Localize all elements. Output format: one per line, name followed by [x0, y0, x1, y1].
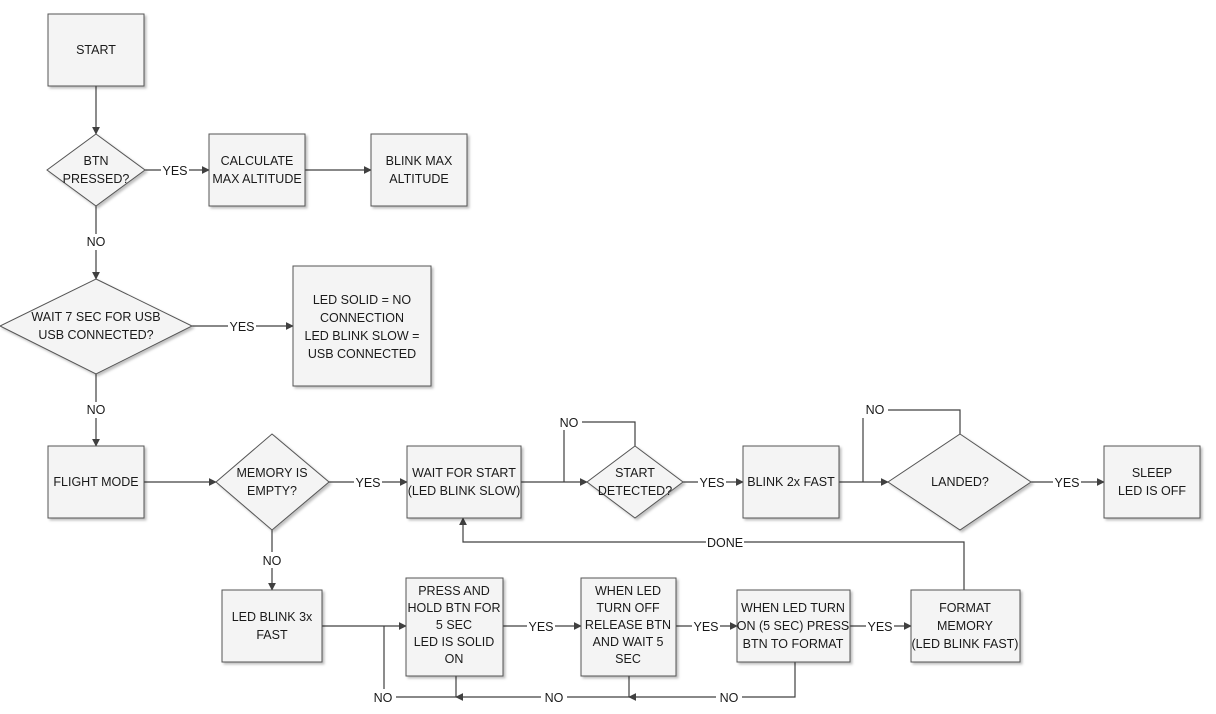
- label-yes-memory: YES: [355, 476, 380, 490]
- node-press-hold-line-5: ON: [445, 652, 464, 666]
- node-flight-mode-label: FLIGHT MODE: [53, 475, 138, 489]
- label-no-when-led-on: NO: [720, 691, 739, 705]
- node-start-detected-line-2: DETECTED?: [598, 484, 672, 498]
- node-start-label: START: [76, 43, 116, 57]
- node-sleep-line-2: LED IS OFF: [1118, 484, 1186, 498]
- node-press-hold-line-4: LED IS SOLID: [414, 635, 495, 649]
- node-start-detected: START DETECTED?: [586, 445, 684, 519]
- node-when-led-on: WHEN LED TURN ON (5 SEC) PRESS BTN TO FO…: [736, 589, 851, 663]
- node-memory-empty-line-2: EMPTY?: [247, 484, 297, 498]
- node-when-led-off-line-4: AND WAIT 5: [593, 635, 664, 649]
- label-no-when-led-off: NO: [545, 691, 564, 705]
- node-calculate-line-2: MAX ALTITUDE: [212, 172, 301, 186]
- node-wait-start: WAIT FOR START (LED BLINK SLOW): [406, 445, 522, 519]
- node-press-hold-line-2: HOLD BTN FOR: [407, 601, 500, 615]
- node-sleep-line-1: SLEEP: [1132, 466, 1172, 480]
- edge-labels: YES NO YES NO YES NO YES NO YES NO YES Y…: [83, 162, 1081, 705]
- node-led-blink-3x-line-2: FAST: [256, 628, 288, 642]
- node-memory-empty-line-1: MEMORY IS: [236, 466, 307, 480]
- node-led-info-line-4: USB CONNECTED: [308, 347, 416, 361]
- edge-press-hold-no-return: [383, 626, 457, 698]
- label-yes-when-led-on: YES: [867, 620, 892, 634]
- label-yes-start-detected: YES: [699, 476, 724, 490]
- node-calculate-max-altitude: CALCULATE MAX ALTITUDE: [208, 133, 306, 207]
- label-no-btn: NO: [87, 235, 106, 249]
- node-format-line-1: FORMAT: [939, 601, 991, 615]
- node-blink-2x-label: BLINK 2x FAST: [747, 475, 835, 489]
- node-led-info-line-1: LED SOLID = NO: [313, 293, 412, 307]
- node-btn-pressed: BTN PRESSED?: [46, 133, 146, 207]
- node-format-memory: FORMAT MEMORY (LED BLINK FAST): [910, 589, 1021, 663]
- label-yes-when-led-off: YES: [693, 620, 718, 634]
- node-sleep: SLEEP LED IS OFF: [1103, 445, 1201, 519]
- node-led-info-line-2: CONNECTION: [320, 311, 404, 325]
- label-no-usb: NO: [87, 403, 106, 417]
- node-blink-max-line-1: BLINK MAX: [386, 154, 453, 168]
- node-calculate-line-1: CALCULATE: [221, 154, 294, 168]
- label-yes-btn: YES: [162, 164, 187, 178]
- edge-when-led-on-no-return: [628, 662, 796, 701]
- node-wait-usb-line-2: USB CONNECTED?: [38, 328, 153, 342]
- node-when-led-on-line-3: BTN TO FORMAT: [743, 637, 844, 651]
- node-when-led-on-line-2: ON (5 SEC) PRESS: [737, 619, 850, 633]
- node-format-line-2: MEMORY: [937, 619, 994, 633]
- node-when-led-off: WHEN LED TURN OFF RELEASE BTN AND WAIT 5…: [580, 577, 677, 677]
- node-wait-start-line-2: (LED BLINK SLOW): [408, 484, 521, 498]
- node-btn-pressed-line-2: PRESSED?: [63, 172, 130, 186]
- nodes: START BTN PRESSED? CALCULATE MAX ALTITUD…: [0, 13, 1201, 677]
- node-press-hold-line-1: PRESS AND: [418, 584, 490, 598]
- label-no-start-detected: NO: [560, 416, 579, 430]
- node-when-led-off-line-5: SEC: [615, 652, 641, 666]
- node-format-line-3: (LED BLINK FAST): [912, 637, 1019, 651]
- edge-when-led-off-no-return: [455, 676, 630, 701]
- edge-start-detected-no-loop: [563, 421, 636, 482]
- node-landed: LANDED?: [887, 433, 1032, 531]
- node-blink-max-altitude: BLINK MAX ALTITUDE: [370, 133, 468, 207]
- node-blink-2x-fast: BLINK 2x FAST: [742, 445, 840, 519]
- edge-landed-no-loop: [862, 409, 961, 482]
- label-done: DONE: [707, 536, 743, 550]
- node-press-hold: PRESS AND HOLD BTN FOR 5 SEC LED IS SOLI…: [405, 577, 504, 677]
- node-led-info: LED SOLID = NO CONNECTION LED BLINK SLOW…: [292, 265, 432, 387]
- label-yes-usb: YES: [229, 320, 254, 334]
- node-wait-start-line-1: WAIT FOR START: [412, 466, 516, 480]
- node-blink-max-line-2: ALTITUDE: [389, 172, 449, 186]
- node-btn-pressed-line-1: BTN: [84, 154, 109, 168]
- node-led-blink-3x: LED BLINK 3x FAST: [221, 589, 323, 663]
- node-press-hold-line-3: 5 SEC: [436, 618, 472, 632]
- label-yes-landed: YES: [1054, 476, 1079, 490]
- label-no-landed: NO: [866, 403, 885, 417]
- node-when-led-on-line-1: WHEN LED TURN: [741, 601, 845, 615]
- node-flight-mode: FLIGHT MODE: [47, 445, 145, 519]
- node-when-led-off-line-3: RELEASE BTN: [585, 618, 671, 632]
- node-when-led-off-line-2: TURN OFF: [596, 601, 660, 615]
- label-yes-press-hold: YES: [528, 620, 553, 634]
- node-when-led-off-line-1: WHEN LED: [595, 584, 661, 598]
- label-no-memory: NO: [263, 554, 282, 568]
- node-wait-usb-line-1: WAIT 7 SEC FOR USB: [31, 310, 160, 324]
- edge-format-to-wait-start: [459, 517, 965, 590]
- node-start: START: [47, 13, 145, 87]
- node-landed-label: LANDED?: [931, 475, 989, 489]
- node-led-info-line-3: LED BLINK SLOW =: [305, 329, 420, 343]
- node-led-blink-3x-line-1: LED BLINK 3x: [232, 610, 313, 624]
- node-memory-empty: MEMORY IS EMPTY?: [215, 433, 330, 531]
- label-no-press-hold: NO: [374, 691, 393, 705]
- node-start-detected-line-1: START: [615, 466, 655, 480]
- node-wait-usb: WAIT 7 SEC FOR USB USB CONNECTED?: [0, 278, 194, 375]
